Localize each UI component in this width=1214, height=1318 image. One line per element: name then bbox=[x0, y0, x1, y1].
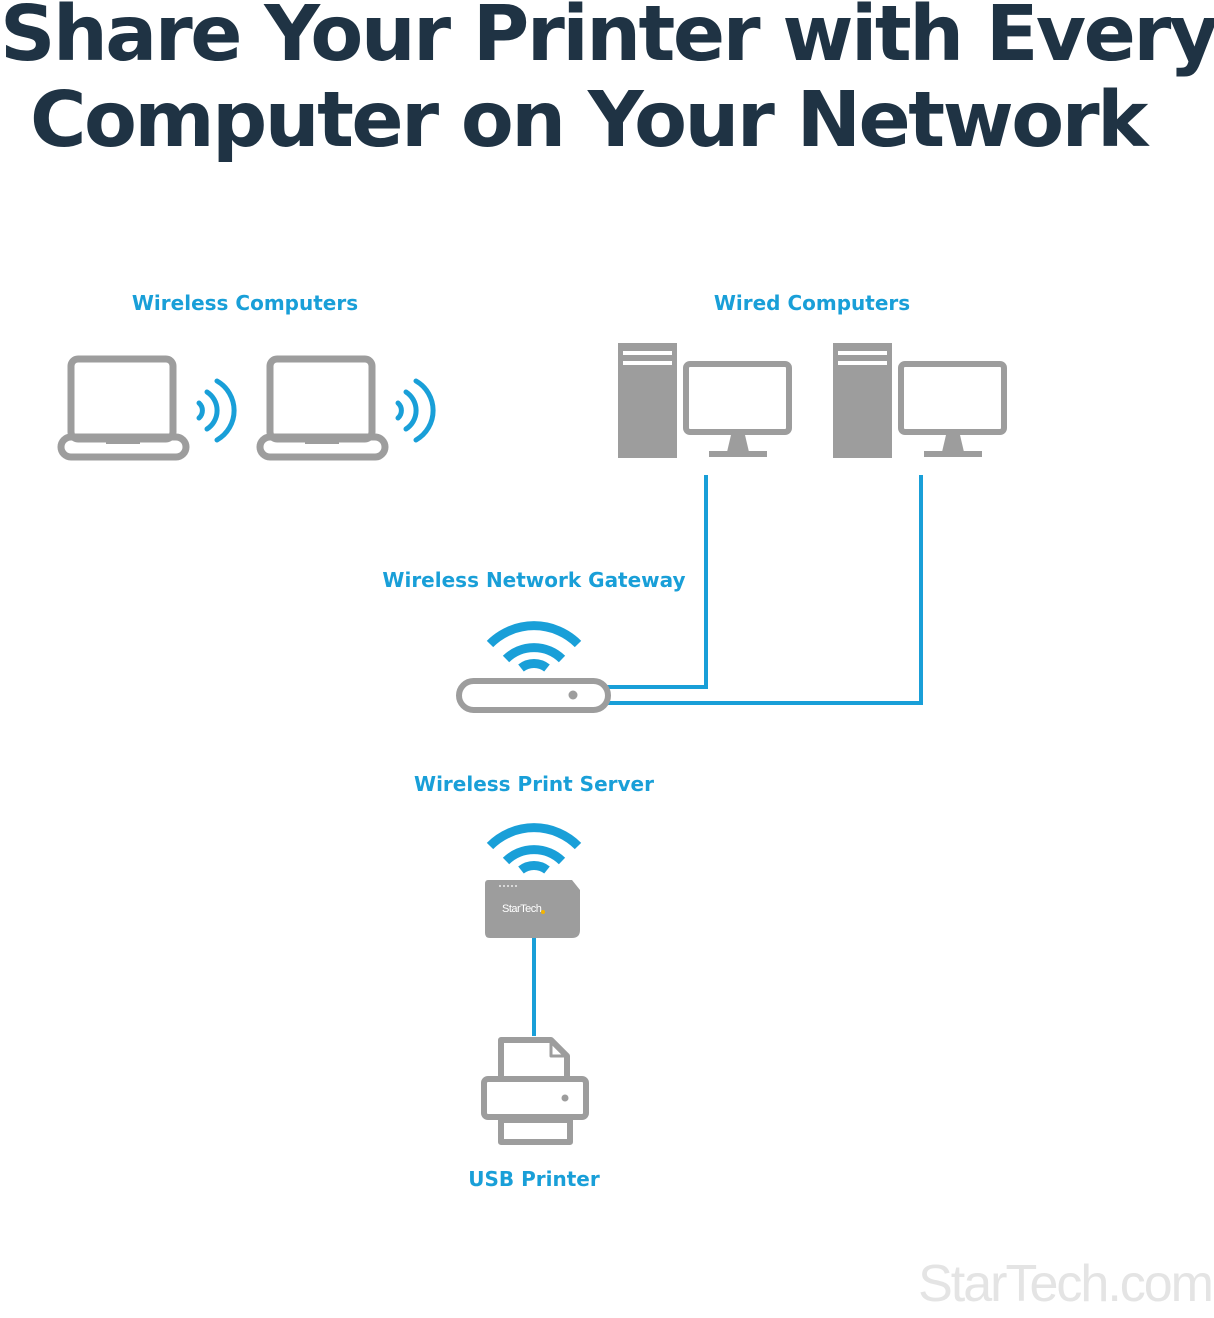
page-title-line-1: Share Your Printer with Every bbox=[0, 0, 1214, 79]
wired-computers-label: Wired Computers bbox=[713, 291, 911, 315]
monitor-icon bbox=[683, 361, 792, 457]
wifi-icon bbox=[486, 823, 582, 874]
print-server-label: Wireless Print Server bbox=[414, 772, 654, 796]
wireless-signal-icon bbox=[196, 378, 237, 443]
laptop-icon bbox=[256, 355, 389, 461]
wireless-computers-label: Wireless Computers bbox=[131, 291, 359, 315]
laptop-icon bbox=[57, 355, 190, 461]
monitor-icon bbox=[898, 361, 1007, 457]
print-server-icon: StarTech bbox=[485, 880, 580, 938]
wired-link-2 bbox=[606, 475, 923, 705]
wireless-signal-icon bbox=[395, 378, 436, 443]
wifi-icon bbox=[486, 621, 582, 672]
usb-printer-label: USB Printer bbox=[468, 1167, 600, 1191]
page-title-line-2: Computer on Your Network bbox=[30, 76, 1148, 165]
network-connections bbox=[532, 475, 923, 1036]
wired-link-1 bbox=[606, 475, 708, 689]
page-title: Share Your Printer with Every Computer o… bbox=[0, 0, 1214, 164]
router-icon bbox=[456, 678, 611, 713]
printer-icon bbox=[481, 1037, 589, 1145]
desktop-tower-icon bbox=[618, 343, 677, 458]
print-server-brand: StarTech bbox=[502, 903, 542, 915]
gateway-label: Wireless Network Gateway bbox=[382, 568, 686, 592]
watermark-logo: StarTech.com bbox=[918, 1255, 1214, 1313]
desktop-tower-icon bbox=[833, 343, 892, 458]
